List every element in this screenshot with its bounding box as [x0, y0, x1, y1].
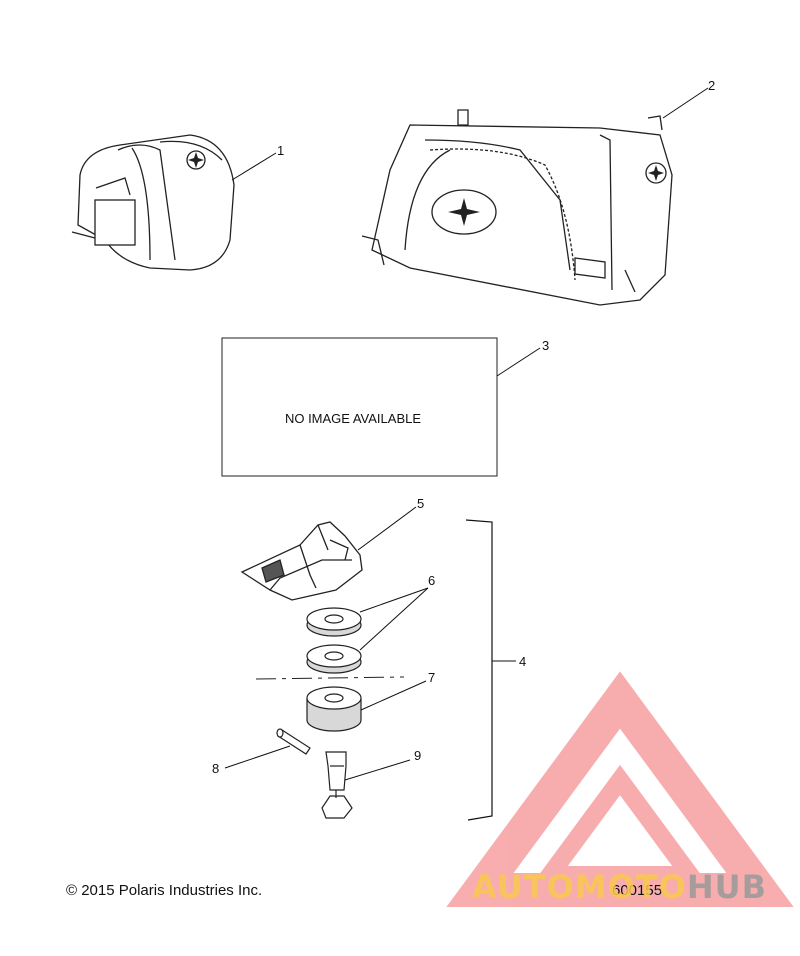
alignment-dash-line [255, 676, 405, 680]
watermark-brand-accent: HUB [686, 868, 768, 906]
callout-4: 4 [519, 654, 526, 669]
callout-2: 2 [708, 78, 715, 93]
leader-line-8 [224, 745, 291, 769]
no-image-label: NO IMAGE AVAILABLE [285, 411, 421, 426]
watermark-logo-icon [446, 671, 794, 907]
leader-line-6a [359, 587, 429, 613]
pin-part-8 [276, 728, 311, 755]
callout-7: 7 [428, 670, 435, 685]
leader-line-2 [662, 87, 709, 119]
bracket-part-5 [240, 521, 363, 601]
leader-line-3 [496, 347, 541, 377]
leader-line-9 [344, 759, 411, 781]
leader-line-7 [360, 680, 427, 711]
washer-part-6a [306, 607, 362, 637]
watermark-brand: AUTOMOTOHUB [472, 868, 767, 906]
tunnel-bag-part-2 [361, 109, 673, 306]
leader-line-1 [231, 152, 277, 181]
watermark-brand-main: AUTOMOTO [472, 868, 687, 906]
spacer-part-7 [306, 686, 362, 732]
washer-part-6b [306, 644, 362, 674]
leader-line-6b [359, 587, 429, 651]
copyright-notice: © 2015 Polaris Industries Inc. [66, 882, 263, 899]
callout-1: 1 [277, 143, 284, 158]
callout-5: 5 [417, 496, 424, 511]
callout-6: 6 [428, 573, 435, 588]
group-bracket-part-4 [465, 519, 493, 821]
callout-9: 9 [414, 748, 421, 763]
no-image-placeholder-box [221, 337, 498, 477]
callout-8: 8 [212, 761, 219, 776]
diagram-part-number: 600155 [612, 882, 663, 899]
latch-part-9 [321, 751, 353, 819]
small-bag-part-1 [71, 134, 235, 271]
leader-line-5 [357, 506, 417, 551]
callout-3: 3 [542, 338, 549, 353]
